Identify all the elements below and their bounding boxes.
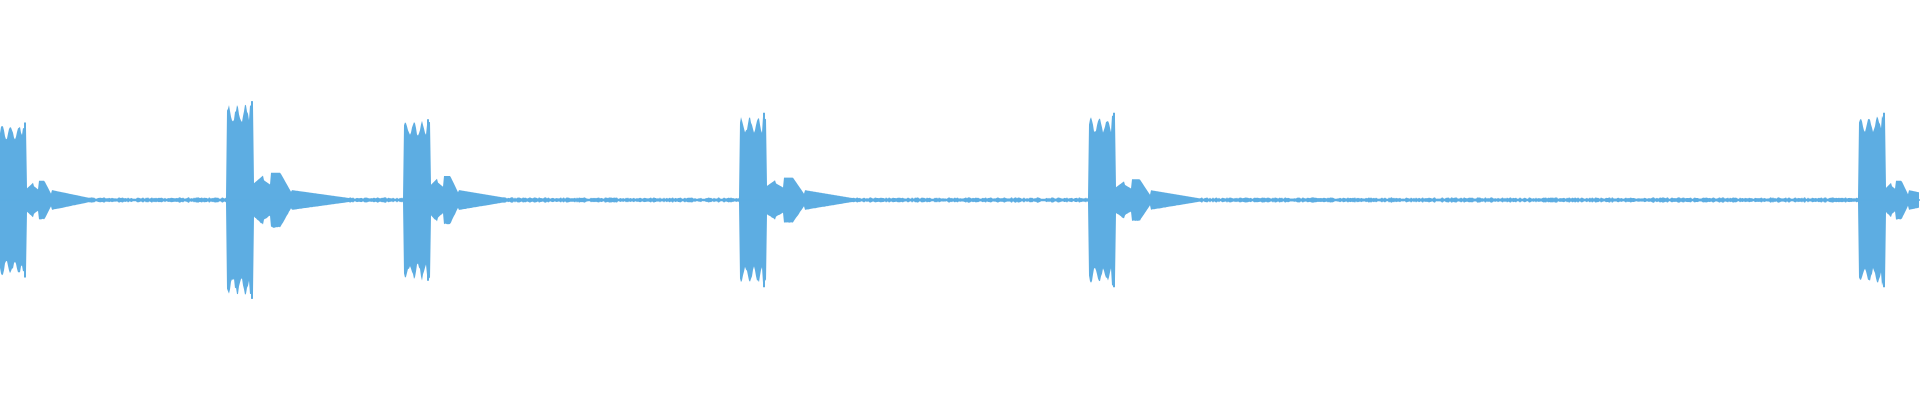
waveform-samples bbox=[0, 101, 1920, 299]
